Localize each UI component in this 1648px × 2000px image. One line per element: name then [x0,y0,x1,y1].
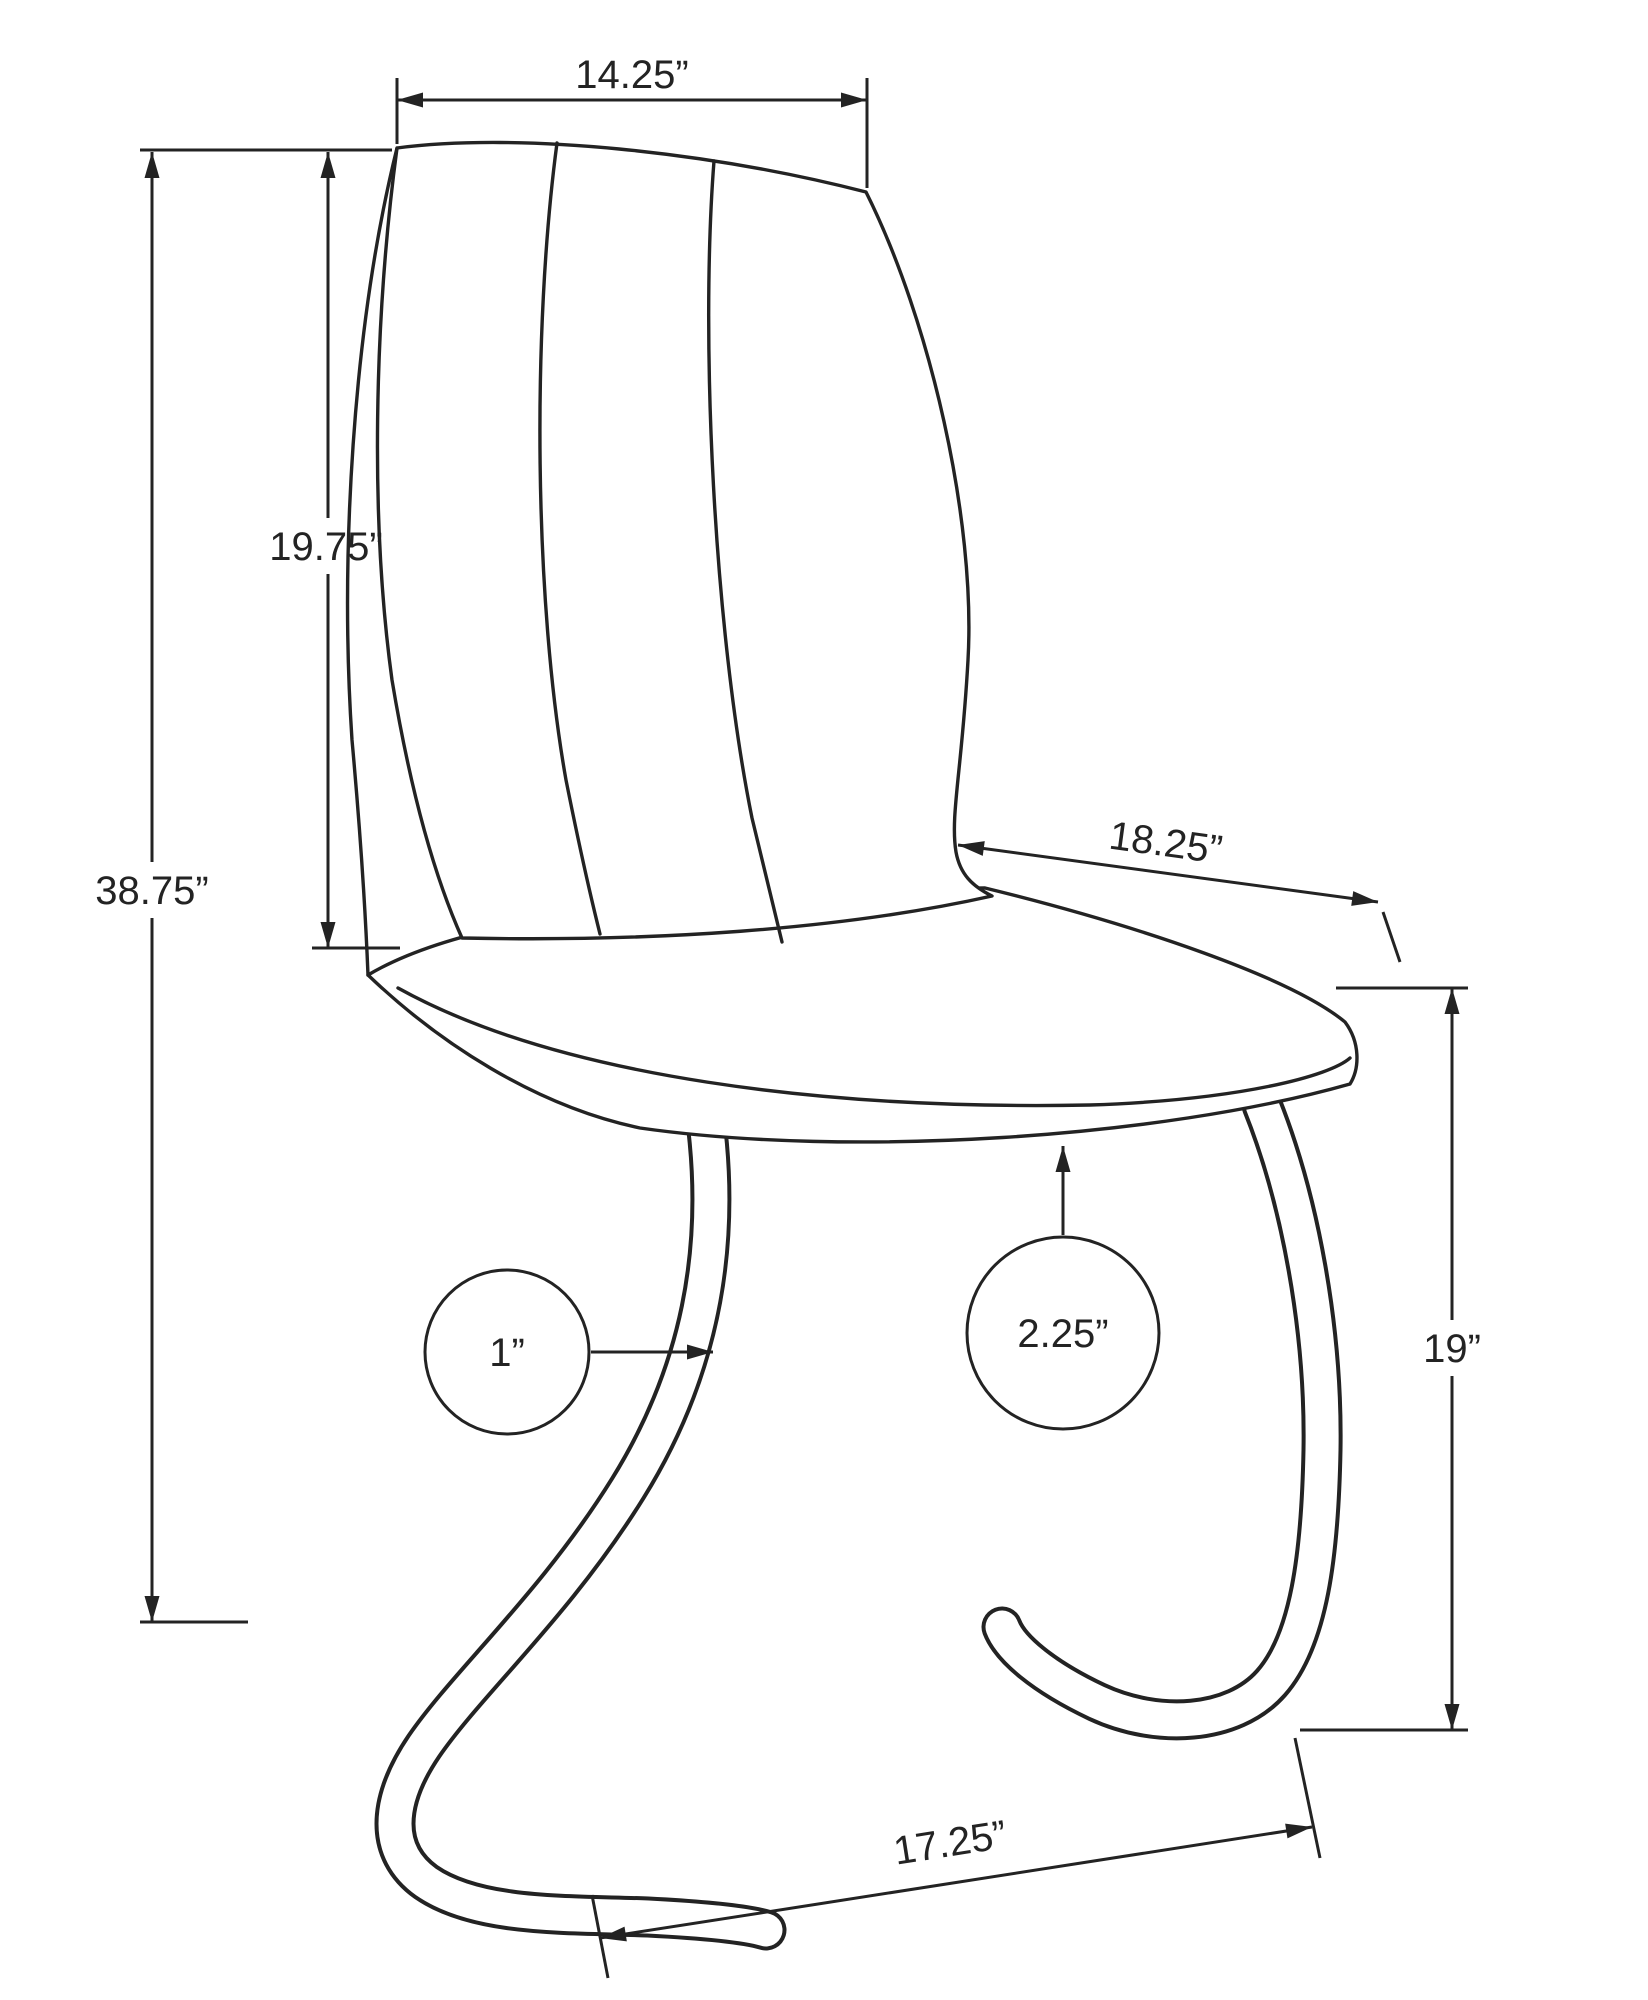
dim-base-depth: 17.25” [590,1737,1322,1979]
dim-seat-height: 19” [1300,986,1481,1732]
callout-seat-thickness: 2.25” [965,1146,1161,1431]
backrest-seam-line-right [707,159,784,944]
rear-leg-tube-outline [981,1084,1343,1741]
dim-backrest-height: 19.75” [269,152,400,950]
extension-line [1381,911,1402,963]
dimension-label: 1” [489,1331,525,1375]
backrest-outline [375,140,994,941]
dimension-label: 19.75” [269,525,382,569]
dimension-line [957,841,1379,906]
dimension-label: 38.75” [95,869,208,913]
dimension-label: 14.25” [575,53,688,97]
backrest-side-edge [345,146,399,977]
dim-top-width: 14.25” [395,53,869,188]
dimension-label: 2.25” [1017,1312,1108,1356]
dimension-line [599,1823,1313,1942]
extension-line [1293,1737,1322,1859]
callout-tube-diameter: 1” [423,1268,713,1436]
backrest-seam-line-left [538,141,602,936]
dim-overall-height: 38.75” [95,148,392,1624]
rear-leg-tube-fill [985,1088,1339,1737]
dimension-label: 17.25” [891,1813,1010,1874]
callout-circle [965,1235,1161,1431]
callout-circle [423,1268,591,1436]
seat-cushion-edge [396,986,1352,1108]
chair-drawing [345,140,1359,1951]
dimension-label: 19” [1423,1327,1481,1371]
dimension-label: 18.25” [1107,814,1225,873]
